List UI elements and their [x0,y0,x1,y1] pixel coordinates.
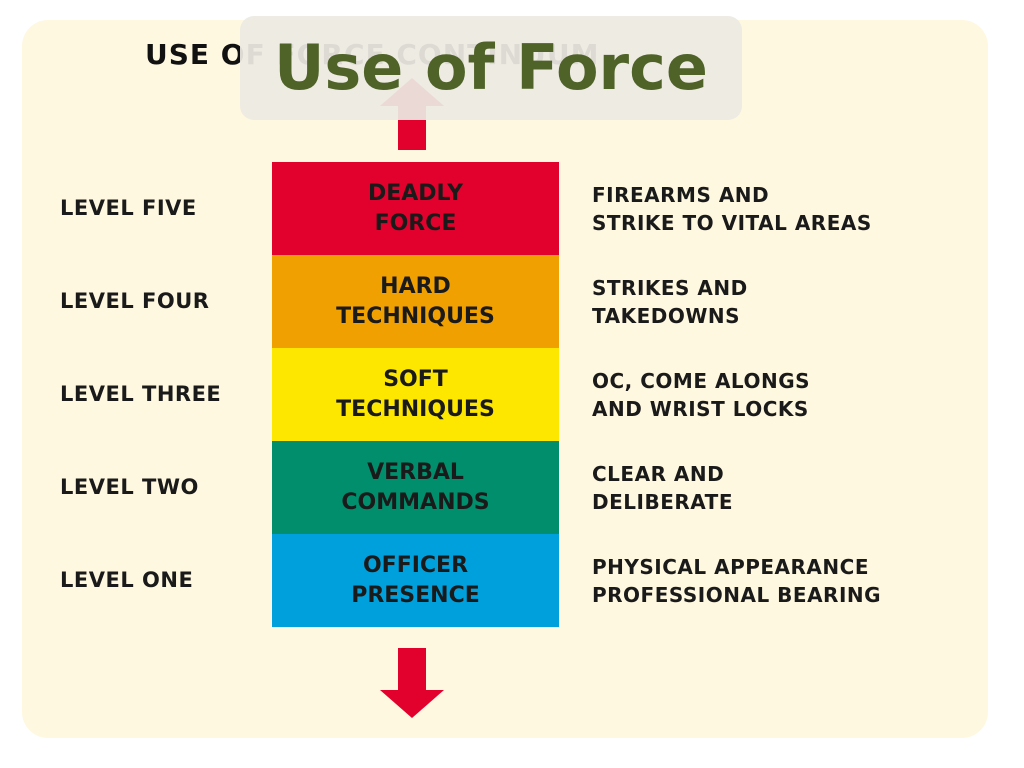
level-row-five: LEVEL FIVE DEADLY FORCE FIREARMS AND STR… [0,162,1024,255]
level-block: VERBAL COMMANDS [272,441,559,534]
level-block-line: SOFT [383,366,448,392]
level-description-line: AND WRIST LOCKS [592,396,809,421]
level-block: SOFT TECHNIQUES [272,348,559,441]
level-description: PHYSICAL APPEARANCE PROFESSIONAL BEARING [592,534,881,627]
level-description: CLEAR AND DELIBERATE [592,441,733,534]
level-row-four: LEVEL FOUR HARD TECHNIQUES STRIKES AND T… [0,255,1024,348]
level-description-line: PROFESSIONAL BEARING [592,582,882,607]
level-description: STRIKES AND TAKEDOWNS [592,255,748,348]
level-description-line: FIREARMS AND [592,182,770,207]
level-label: LEVEL TWO [60,475,199,499]
slide-title-box: Use of Force [240,16,742,120]
level-description: OC, COME ALONGS AND WRIST LOCKS [592,348,810,441]
level-block-line: HARD [380,273,451,299]
level-label: LEVEL FOUR [60,289,210,313]
level-description: FIREARMS AND STRIKE TO VITAL AREAS [592,162,872,255]
level-block: OFFICER PRESENCE [272,534,559,627]
level-block-line: TECHNIQUES [336,396,495,422]
level-description-line: STRIKES AND [592,275,748,300]
level-block: DEADLY FORCE [272,162,559,255]
level-description-line: STRIKE TO VITAL AREAS [592,210,872,235]
level-block-line: PRESENCE [351,582,480,608]
slide-title: Use of Force [274,31,708,104]
level-block-line: OFFICER [362,552,469,578]
level-block-line: COMMANDS [341,489,490,515]
level-description-line: DELIBERATE [592,489,733,514]
level-block-line: FORCE [374,210,457,236]
level-row-two: LEVEL TWO VERBAL COMMANDS CLEAR AND DELI… [0,441,1024,534]
level-label: LEVEL FIVE [60,196,197,220]
level-description-line: OC, COME ALONGS [592,368,811,393]
level-row-one: LEVEL ONE OFFICER PRESENCE PHYSICAL APPE… [0,534,1024,627]
level-description-line: TAKEDOWNS [592,303,741,328]
level-description-line: PHYSICAL APPEARANCE [592,554,869,579]
level-label: LEVEL THREE [60,382,222,406]
level-description-line: CLEAR AND [592,461,725,486]
level-block: HARD TECHNIQUES [272,255,559,348]
level-label: LEVEL ONE [60,568,194,592]
level-block-line: DEADLY [367,180,464,206]
level-row-three: LEVEL THREE SOFT TECHNIQUES OC, COME ALO… [0,348,1024,441]
level-block-line: VERBAL [367,459,464,485]
level-block-line: TECHNIQUES [336,303,495,329]
arrow-down-shape [380,648,444,718]
arrow-down-icon [380,648,444,718]
